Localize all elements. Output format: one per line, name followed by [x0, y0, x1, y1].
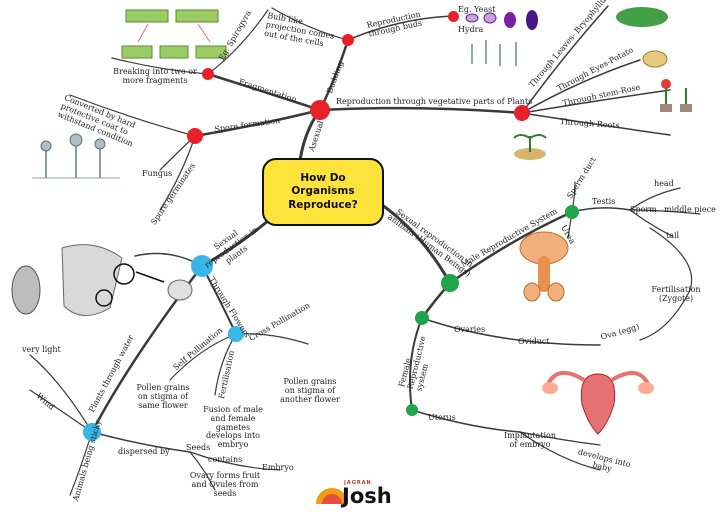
node-cross-pollination [228, 326, 244, 342]
node-humans-hub [441, 274, 459, 292]
potato-illustration [642, 50, 668, 68]
center-title: How Do Organisms Reproduce? [288, 172, 358, 211]
head-label: head [654, 179, 674, 188]
flower-illustration [11, 244, 193, 316]
node-male [565, 205, 579, 219]
fusion-label: Fusion of male and female gametes develo… [203, 405, 263, 450]
center-title-box: How Do Organisms Reproduce? [262, 158, 384, 226]
rose-illustration [660, 79, 692, 112]
testis-label: Testis [592, 197, 616, 206]
middle-piece-label: middle piece [664, 205, 716, 214]
root-plant-illustration [513, 134, 547, 160]
dispersed-by-label: dispersed by [118, 447, 170, 456]
fungus-illustration [32, 133, 120, 179]
eg-yeast-label: Eg. Yeast [458, 5, 496, 14]
vegetative-label: Reproduction through vegetative parts of… [336, 97, 533, 106]
sperm-label: Sperm [630, 205, 657, 214]
pollen-another-label: Pollen grains on stigma of another flowe… [280, 377, 340, 404]
node-vegetative [514, 105, 530, 121]
bryophyllum-illustration [616, 7, 668, 27]
oviduct-label: Oviduct [518, 337, 550, 346]
node-seeds [83, 423, 101, 441]
node-asexual-hub [310, 100, 330, 120]
male-system-illustration [519, 231, 569, 302]
brand-word: Josh [342, 484, 392, 508]
embryo-label: Embryo [262, 463, 294, 472]
tail-label: tail [666, 231, 680, 240]
node-female [415, 311, 429, 325]
ovaries-label: Ovaries [454, 325, 486, 334]
node-uterus [406, 404, 418, 416]
seeds-label: Seeds [186, 443, 211, 452]
pollen-same-label: Pollen grains on stigma of same flower [136, 383, 190, 410]
brand-small-text: JAGRAN [344, 480, 372, 486]
breaking-label: Breaking into two or more fragments [113, 67, 197, 85]
jagran-josh-logo-icon [316, 488, 348, 504]
hydra-label: Hydra [458, 25, 484, 34]
spirogyra-illustration [121, 9, 227, 59]
fertilisation-zygote-label: Fertilisation (Zygote) [651, 285, 701, 303]
node-fragmentation [202, 68, 214, 80]
uterus-label: Uterus [428, 413, 456, 422]
implantation-label: Implantation of embryo [503, 431, 557, 449]
node-yeast [448, 11, 459, 22]
node-spore-formation [187, 128, 203, 144]
contains-label: contains [208, 455, 243, 464]
hydra-yeast-illustration [465, 10, 538, 66]
node-budding [342, 34, 354, 46]
ovary-forms-label: Ovary forms fruit and Ovules from seeds [189, 471, 261, 498]
very-light-label: very light [22, 345, 61, 354]
node-plants-hub [191, 255, 213, 277]
female-system-illustration [542, 371, 654, 435]
fungus-label: Fungus [142, 169, 173, 178]
